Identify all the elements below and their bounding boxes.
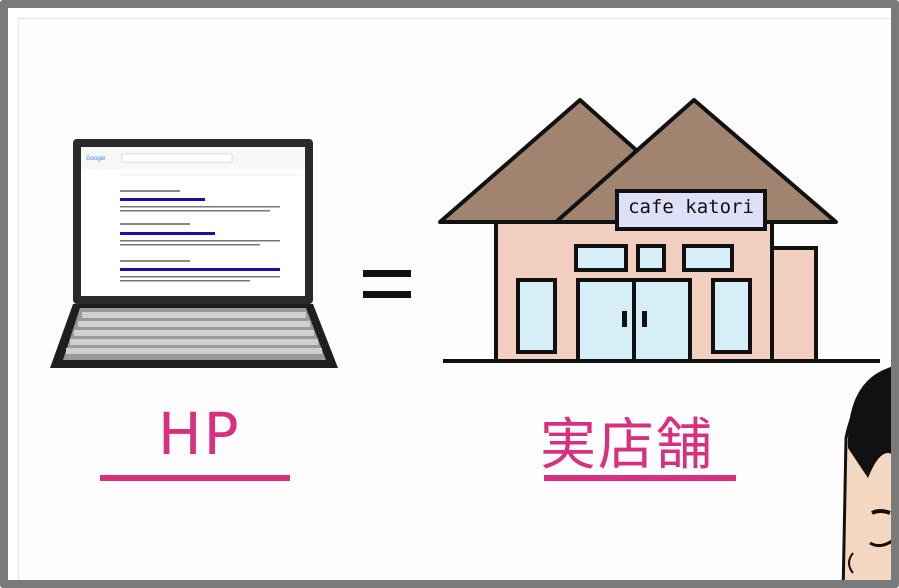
- illustration: Google: [50, 98, 891, 580]
- person-illustration: [841, 366, 891, 580]
- store-icon: [438, 98, 880, 363]
- store-underline: [544, 475, 736, 481]
- hp-underline: [100, 475, 290, 481]
- svg-text:Google: Google: [86, 156, 106, 162]
- keyboard: [66, 312, 322, 354]
- store-caption: 実店舗: [540, 413, 714, 478]
- hp-caption: HP: [158, 400, 241, 468]
- store-sign: cafe katori: [628, 196, 754, 218]
- equals-sign: [363, 270, 411, 312]
